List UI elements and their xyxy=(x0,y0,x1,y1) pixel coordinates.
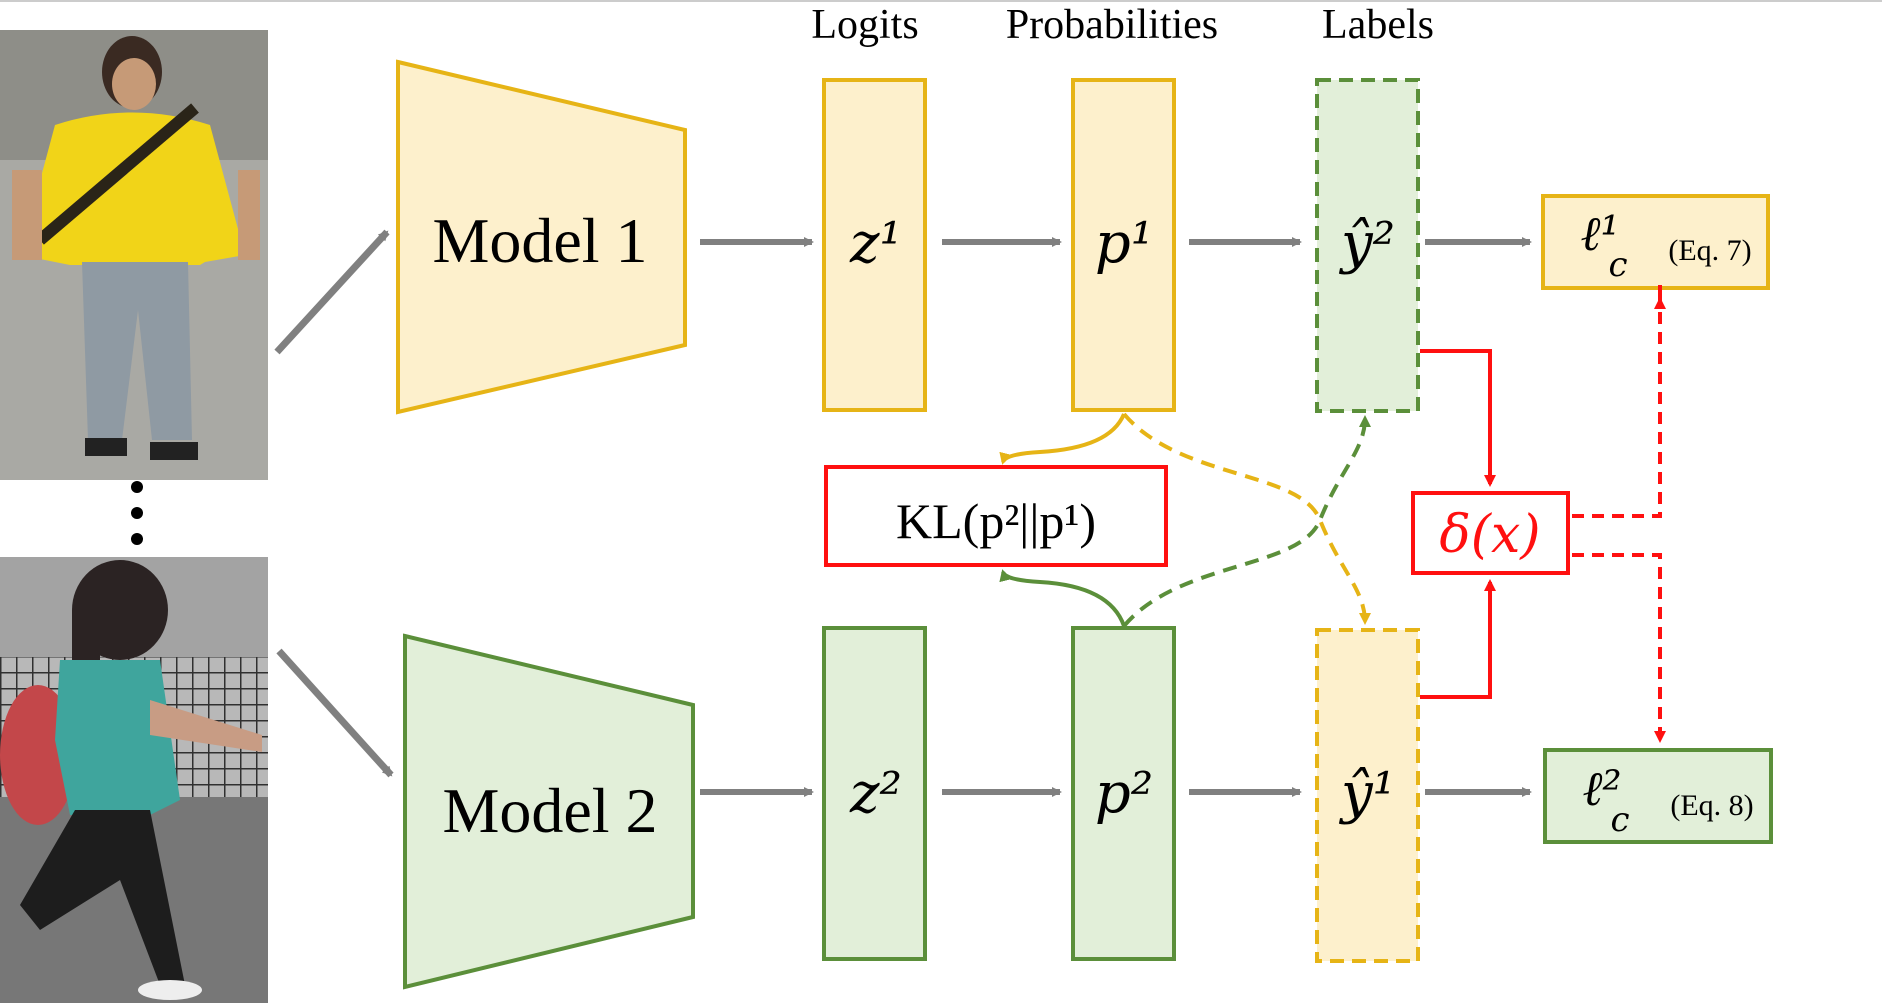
z2-box xyxy=(822,626,927,961)
arrow-p2-to-yhat2-dashed xyxy=(1122,415,1371,628)
kl-label: KL(p²||p¹) xyxy=(896,493,1096,549)
loss1-subscript: c xyxy=(1608,245,1627,285)
p2-box xyxy=(1071,626,1176,961)
loss1-box xyxy=(1541,194,1770,290)
header-labels: Labels xyxy=(1322,2,1434,48)
model2-label: Model 2 xyxy=(442,775,657,846)
loss2-box xyxy=(1543,748,1773,844)
p1-box xyxy=(1071,78,1176,412)
delta-box xyxy=(1411,491,1570,575)
yhat2-label: ŷ² xyxy=(1338,211,1395,276)
model1-label: Model 1 xyxy=(432,205,647,276)
arrow-image1-to-model1 xyxy=(274,229,390,355)
person-photo-1 xyxy=(0,30,268,480)
arrow-p2-to-kl xyxy=(999,569,1126,627)
model2-trapezoid xyxy=(403,633,695,990)
yhat1-box xyxy=(1315,628,1420,963)
loss1-eq-ref: (Eq. 7) xyxy=(1668,234,1751,267)
arrow-yhat2-to-delta xyxy=(1420,349,1496,487)
loss2-symbol: ℓ² xyxy=(1582,761,1621,817)
model1-trapezoid xyxy=(396,59,687,415)
arrow-p1-to-yhat1-dashed xyxy=(1122,412,1371,625)
p1-label: p¹ xyxy=(1095,211,1153,276)
arrow-image2-to-model2 xyxy=(276,648,394,778)
z1-label: z¹ xyxy=(849,211,902,276)
z1-box xyxy=(822,78,927,412)
loss2-subscript: c xyxy=(1610,800,1629,840)
z2-label: z² xyxy=(849,761,902,826)
delta-label: δ(x) xyxy=(1439,505,1540,565)
loss1-symbol: ℓ¹ xyxy=(1580,206,1619,262)
p2-label: p² xyxy=(1095,761,1153,826)
yhat2-box xyxy=(1315,78,1420,413)
arrow-yhat1-to-delta xyxy=(1420,579,1496,699)
arrow-p1-to-kl xyxy=(999,413,1126,465)
kl-box xyxy=(824,465,1168,567)
arrow-delta-to-loss2 xyxy=(1572,553,1666,743)
loss2-eq-ref: (Eq. 8) xyxy=(1670,789,1753,822)
ellipsis-dots xyxy=(131,481,143,545)
yhat1-label: ŷ¹ xyxy=(1338,761,1395,826)
header-logits: Logits xyxy=(811,2,918,48)
header-probabilities: Probabilities xyxy=(1006,2,1218,48)
arrow-delta-to-loss1 xyxy=(1572,297,1666,518)
person-photo-2 xyxy=(0,557,268,1003)
